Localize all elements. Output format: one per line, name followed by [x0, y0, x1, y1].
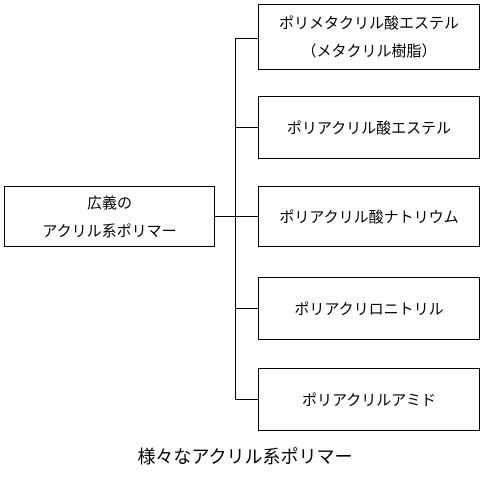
connector-root-stem	[214, 216, 236, 217]
root-node-line2: アクリル系ポリマー	[42, 221, 177, 240]
child-node-polyacrylate-ester: ポリアクリル酸エステル	[258, 96, 480, 159]
connector-branch-5	[235, 399, 259, 400]
child-node-polyacrylonitrile: ポリアクリロニトリル	[258, 277, 480, 340]
connector-branch-2	[235, 127, 259, 128]
diagram-caption: 様々なアクリル系ポリマー	[137, 447, 353, 468]
child-node-label: ポリメタクリル酸エステル	[278, 14, 459, 32]
child-node-sodium-polyacrylate: ポリアクリル酸ナトリウム	[258, 186, 480, 247]
child-node-sublabel: （メタクリル樹脂）	[301, 42, 437, 60]
root-node: 広義の アクリル系ポリマー	[4, 186, 215, 247]
child-node-polyacrylamide: ポリアクリルアミド	[258, 368, 480, 431]
connector-branch-3	[235, 216, 259, 217]
connector-trunk	[235, 38, 236, 400]
child-node-label: ポリアクリロニトリル	[294, 299, 444, 318]
connector-branch-4	[235, 308, 259, 309]
child-node-label: ポリアクリルアミド	[302, 390, 436, 409]
child-node-label: ポリアクリル酸エステル	[286, 118, 452, 137]
child-node-polymethacrylate: ポリメタクリル酸エステル （メタクリル樹脂）	[258, 4, 480, 70]
child-node-label: ポリアクリル酸ナトリウム	[279, 207, 459, 226]
root-node-line1: 広義の	[86, 193, 132, 212]
connector-branch-1	[235, 38, 259, 39]
